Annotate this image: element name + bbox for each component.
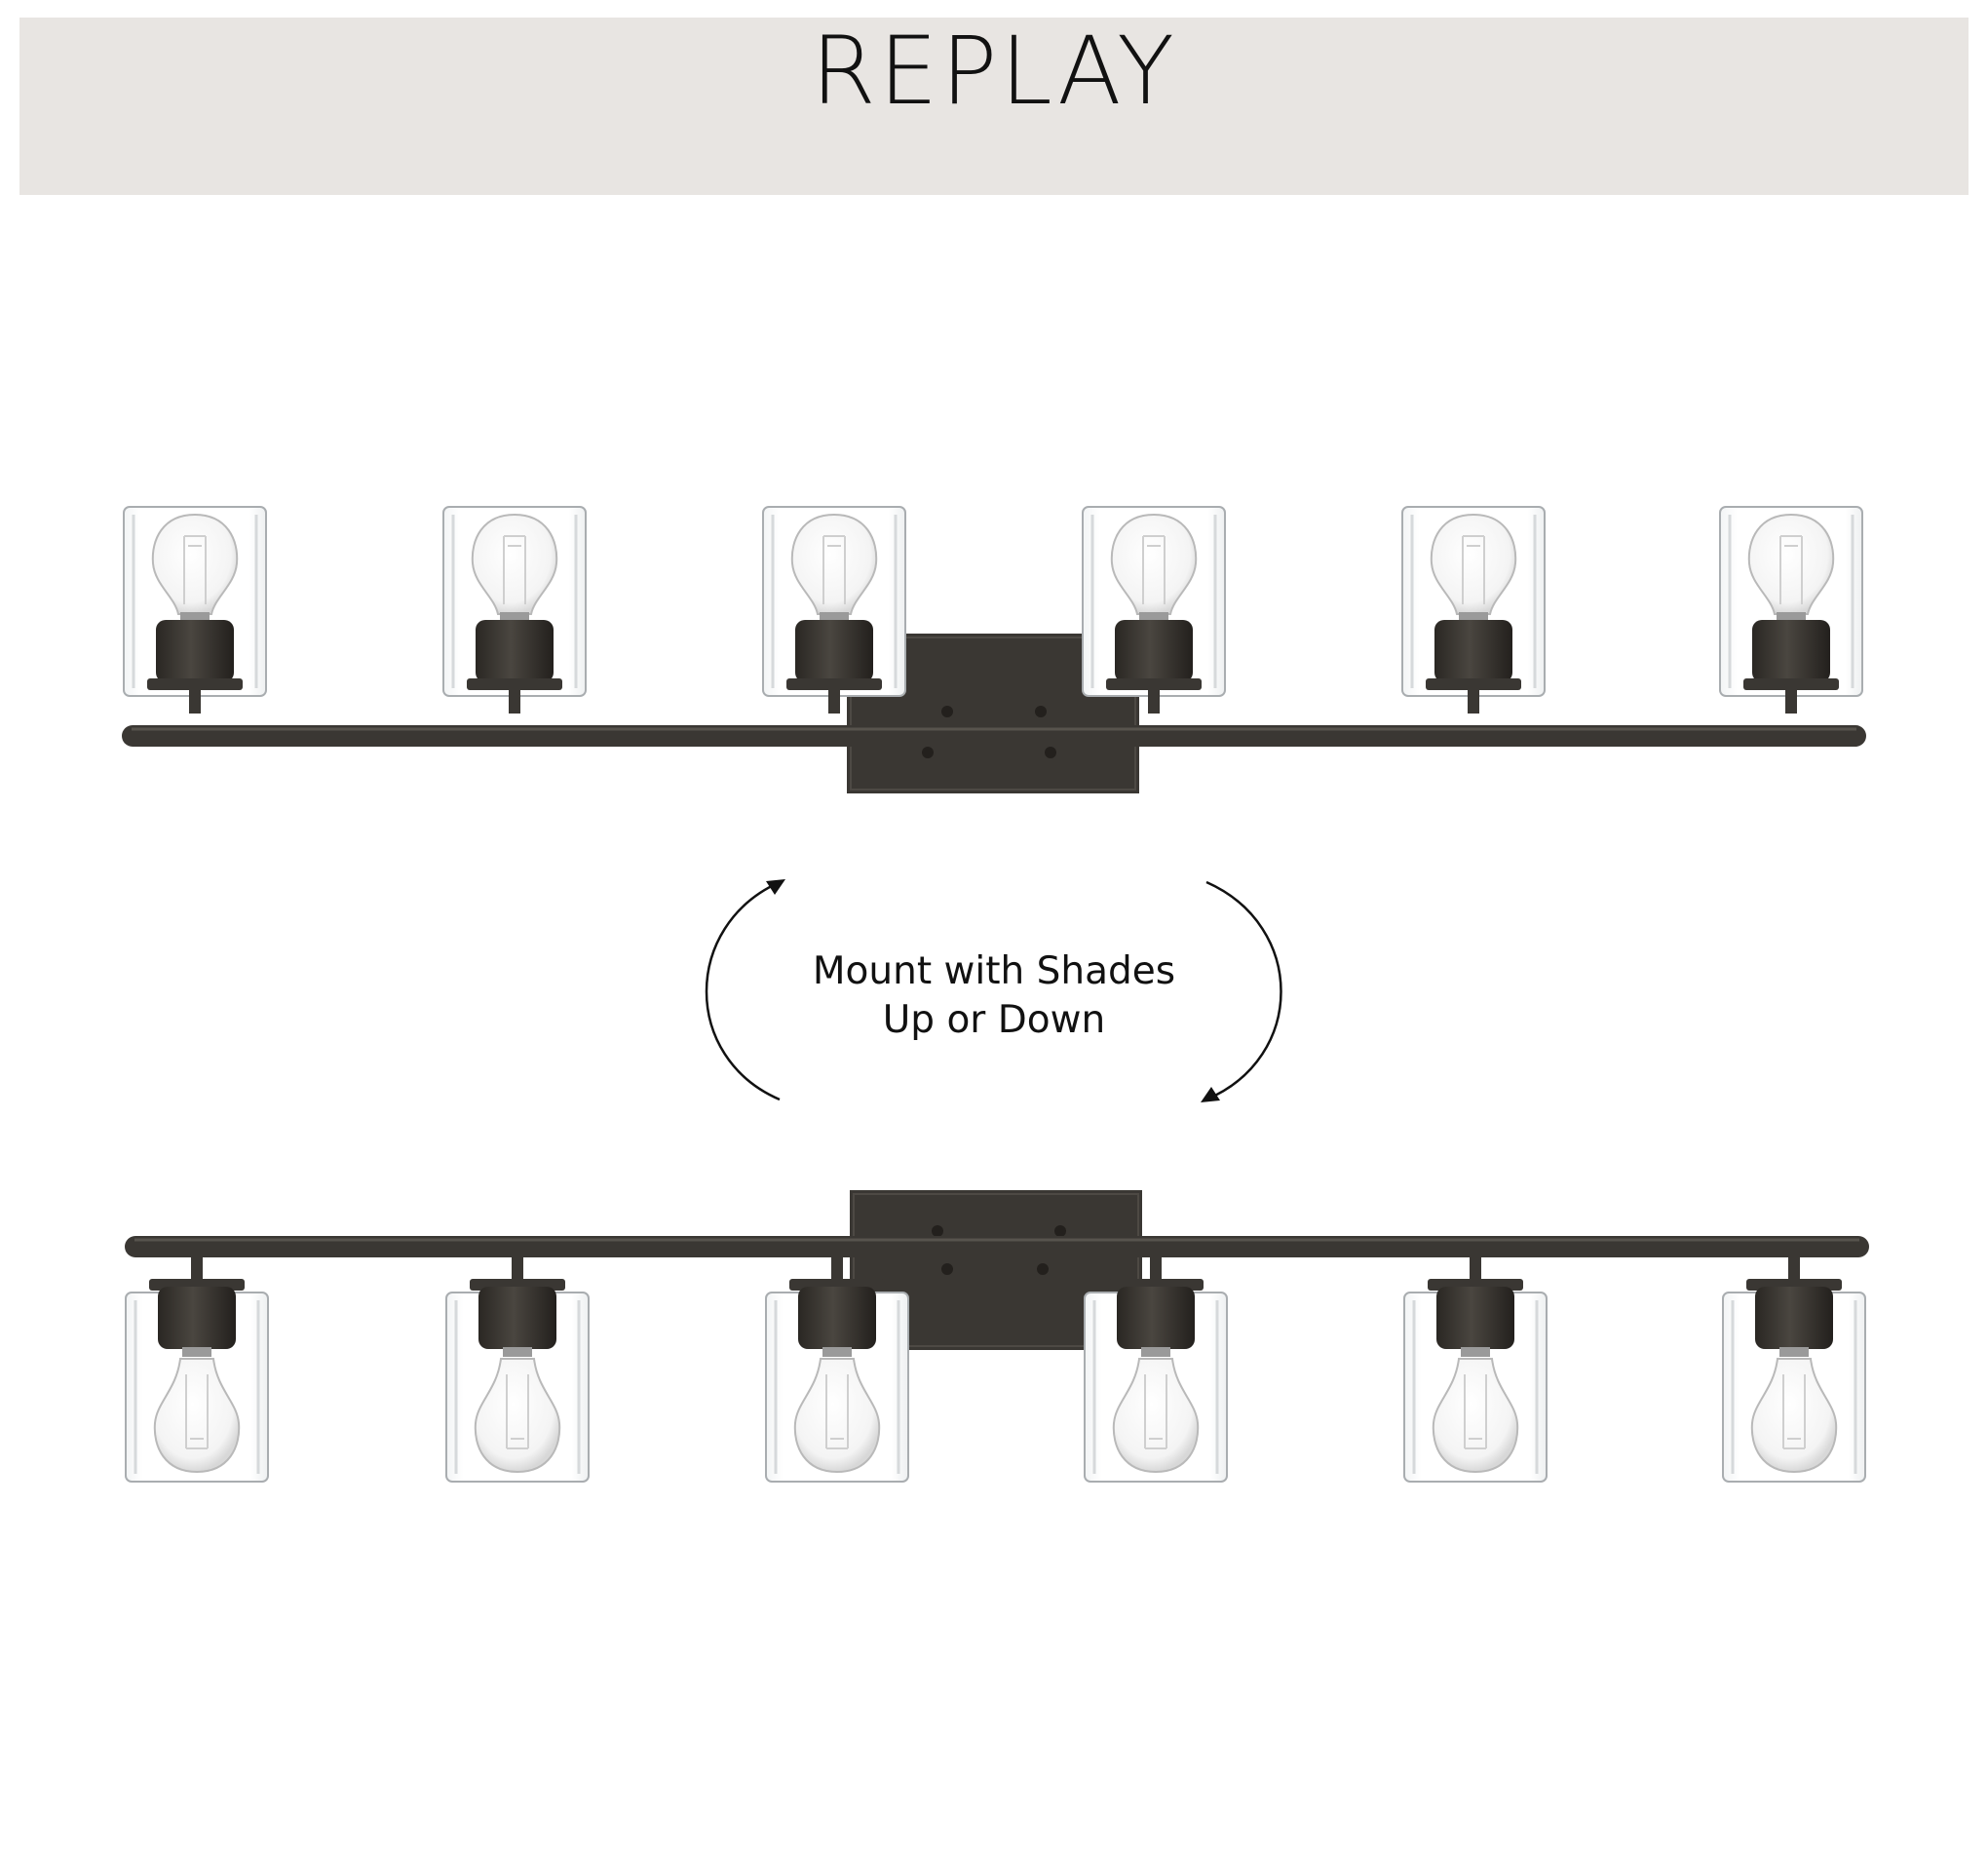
shade-6 bbox=[1721, 1255, 1867, 1484]
shade-1 bbox=[124, 1255, 270, 1484]
shade-1 bbox=[122, 505, 268, 715]
shade-2 bbox=[441, 505, 588, 715]
shade-3 bbox=[761, 505, 907, 715]
shade-4 bbox=[1081, 505, 1227, 715]
header-banner: REPLAY bbox=[19, 18, 1969, 195]
shade-2 bbox=[444, 1255, 591, 1484]
arrow-head-icon bbox=[1201, 1087, 1220, 1102]
caption-line-2: Up or Down bbox=[882, 998, 1106, 1042]
caption-line-1: Mount with Shades bbox=[812, 949, 1176, 993]
shade-5 bbox=[1402, 1255, 1548, 1484]
shade-6 bbox=[1718, 505, 1864, 715]
arrow-head-icon bbox=[766, 879, 785, 895]
mount-caption: Mount with Shades Up or Down bbox=[702, 947, 1286, 1045]
fixture-shades-up bbox=[122, 505, 1866, 793]
brand-title: REPLAY bbox=[811, 17, 1177, 126]
shade-5 bbox=[1400, 505, 1547, 715]
rotate-arrows-icon bbox=[705, 880, 1282, 1101]
fixture-shades-down bbox=[124, 1190, 1869, 1484]
